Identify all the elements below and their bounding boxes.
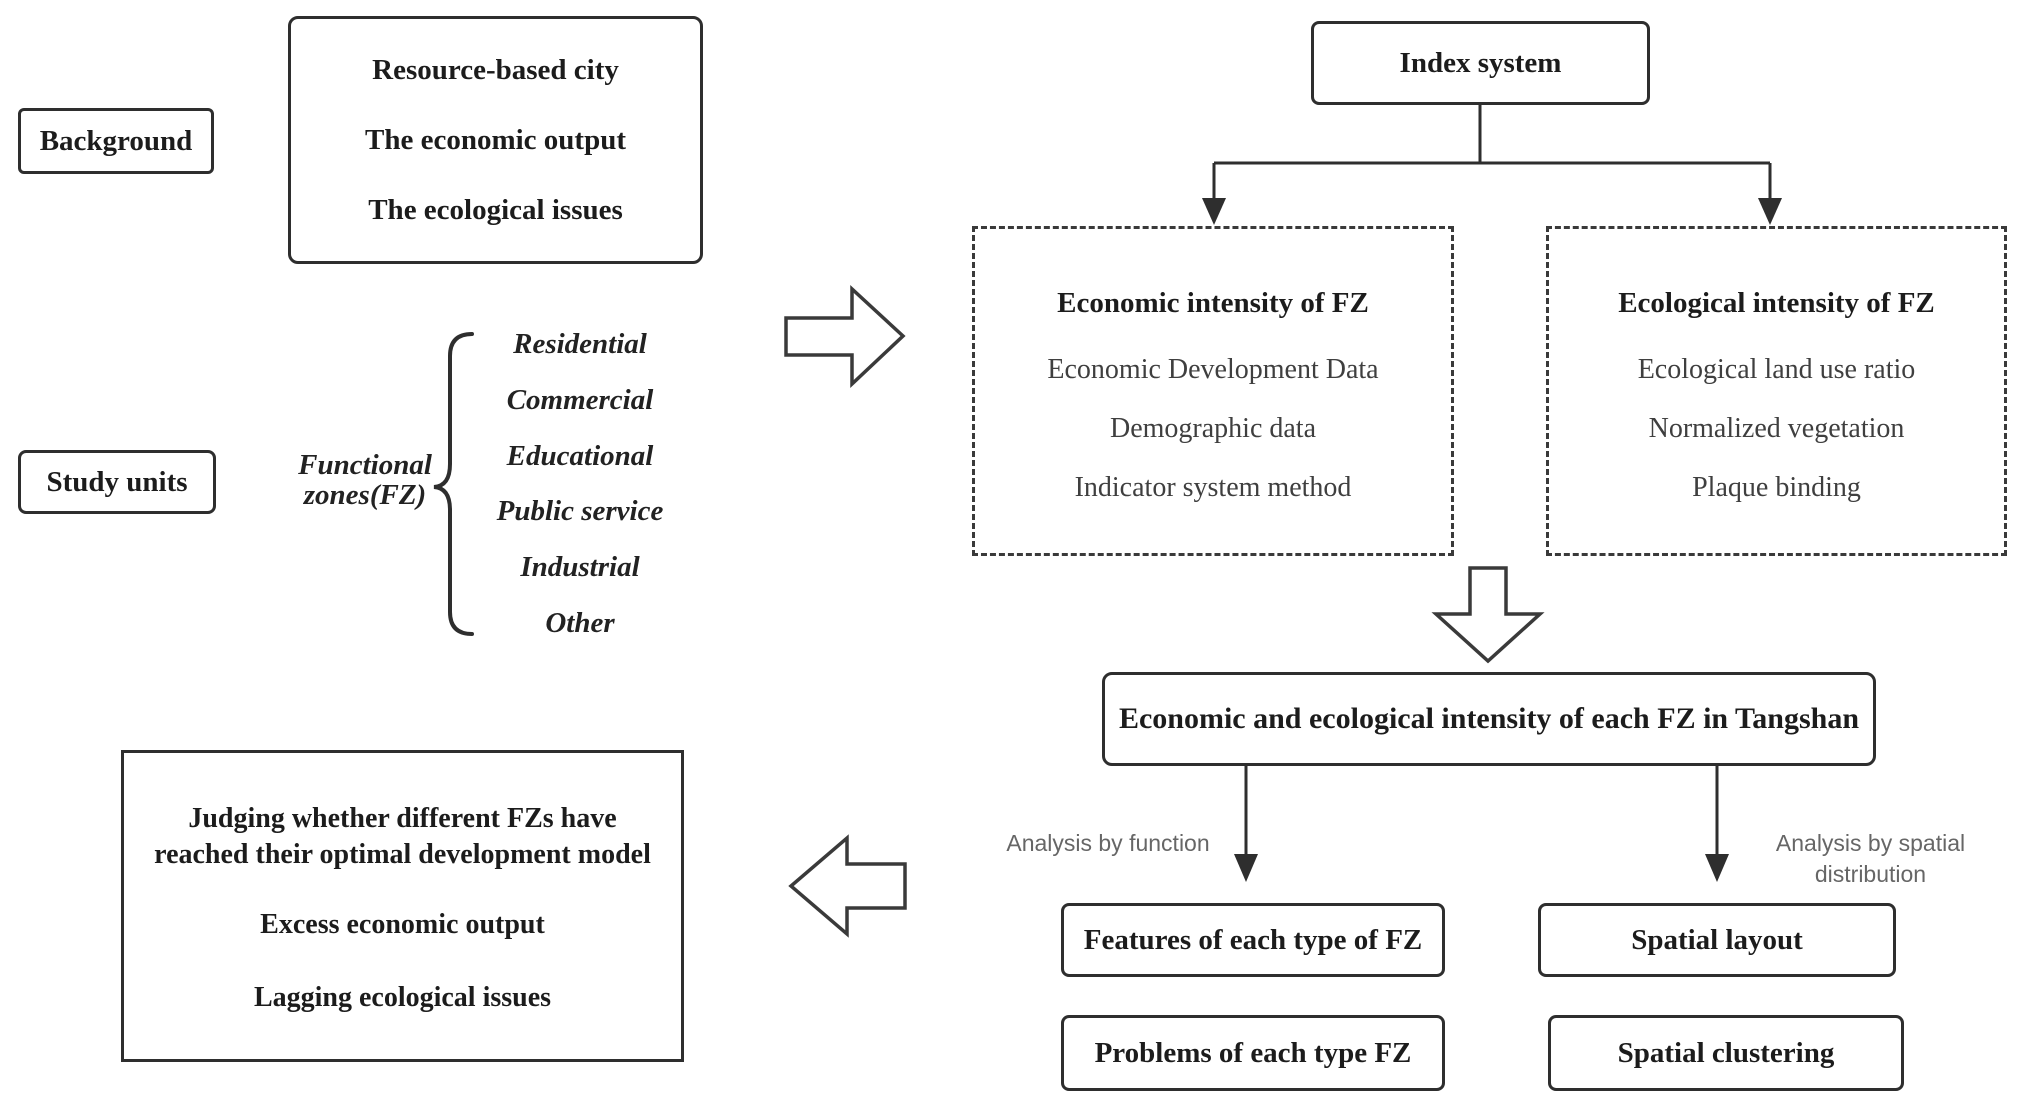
- background-box: Background: [18, 108, 214, 174]
- arrowhead-down-icon: [1202, 198, 1226, 225]
- ecological-intensity-box: Ecological intensity of FZ Ecological la…: [1546, 226, 2007, 556]
- analysis-by-spatial-line: Analysis by spatial: [1775, 830, 1966, 856]
- arrowhead-down-icon: [1705, 854, 1729, 882]
- index-system-label: Index system: [1399, 46, 1562, 79]
- zone-item: Industrial: [520, 551, 640, 584]
- conclusion-item: Excess economic output: [260, 909, 545, 940]
- features-label: Features of each type of FZ: [1083, 923, 1423, 956]
- conclusion-judging-line: Judging whether different FZs have: [188, 803, 617, 834]
- background-item: Resource-based city: [372, 53, 619, 86]
- tangshan-intensity-box: Economic and ecological intensity of eac…: [1102, 672, 1876, 766]
- functional-zones-label: Functional zones(FZ): [285, 450, 445, 510]
- tangshan-intensity-label: Economic and ecological intensity of eac…: [1118, 702, 1860, 735]
- ecological-intensity-item: Plaque binding: [1692, 472, 1861, 503]
- conclusion-judging-line: reached their optimal development model: [154, 839, 651, 870]
- economic-intensity-box: Economic intensity of FZ Economic Develo…: [972, 226, 1454, 556]
- zone-item: Educational: [506, 439, 654, 472]
- spatial-clustering-label: Spatial clustering: [1617, 1036, 1835, 1069]
- analysis-by-spatial-label: Analysis by spatial distribution: [1758, 828, 1983, 890]
- zone-list: Residential Commercial Educational Publi…: [455, 330, 705, 638]
- spatial-clustering-box: Spatial clustering: [1548, 1015, 1904, 1091]
- ecological-intensity-title: Ecological intensity of FZ: [1618, 287, 1935, 319]
- economic-intensity-item: Economic Development Data: [1047, 354, 1379, 385]
- study-units-label: Study units: [46, 465, 188, 498]
- curly-brace-icon: [433, 332, 474, 636]
- zone-item: Residential: [513, 328, 647, 360]
- analysis-by-spatial-line: distribution: [1814, 861, 1927, 887]
- analysis-by-function-label: Analysis by function: [1006, 830, 1210, 856]
- right-block-arrow-icon: [784, 285, 906, 389]
- functional-zones-line: Functional: [298, 449, 432, 481]
- ecological-intensity-item: Ecological land use ratio: [1637, 354, 1916, 385]
- arrowhead-down-icon: [1758, 198, 1782, 225]
- ecological-intensity-item: Normalized vegetation: [1648, 413, 1905, 444]
- study-units-box: Study units: [18, 450, 216, 514]
- zone-item: Commercial: [506, 383, 654, 416]
- background-item: The ecological issues: [368, 193, 623, 226]
- functional-zones-line: zones(FZ): [303, 479, 427, 511]
- conclusion-item: Lagging ecological issues: [253, 982, 552, 1013]
- index-system-box: Index system: [1311, 21, 1650, 105]
- problems-label: Problems of each type FZ: [1094, 1036, 1412, 1069]
- zone-item: Other: [545, 606, 615, 639]
- arrowhead-down-icon: [1234, 854, 1258, 882]
- background-content-box: Resource-based city The economic output …: [288, 16, 703, 264]
- background-label: Background: [39, 124, 193, 157]
- economic-intensity-title: Economic intensity of FZ: [1057, 287, 1369, 319]
- spatial-layout-label: Spatial layout: [1631, 923, 1803, 956]
- left-block-arrow-icon: [788, 834, 907, 938]
- economic-intensity-item: Indicator system method: [1074, 472, 1352, 503]
- features-box: Features of each type of FZ: [1061, 903, 1445, 977]
- economic-intensity-item: Demographic data: [1109, 413, 1317, 444]
- zone-item: Public service: [496, 495, 664, 528]
- problems-box: Problems of each type FZ: [1061, 1015, 1445, 1091]
- conclusion-box: Judging whether different FZs have reach…: [121, 750, 684, 1062]
- background-item: The economic output: [365, 123, 626, 156]
- down-block-arrow-icon: [1431, 566, 1545, 664]
- spatial-layout-box: Spatial layout: [1538, 903, 1896, 977]
